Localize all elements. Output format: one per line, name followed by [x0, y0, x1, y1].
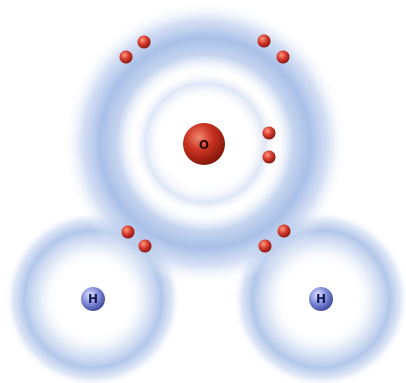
electron — [262, 126, 276, 140]
hydrogen-left-label: H — [88, 292, 98, 306]
electron — [258, 239, 272, 253]
electron — [138, 239, 152, 253]
electrons — [119, 34, 291, 253]
electron — [119, 50, 133, 64]
electron — [262, 150, 276, 164]
electron — [137, 35, 151, 49]
inner-pair-right — [262, 126, 276, 164]
lone-pair-top-left — [119, 35, 151, 64]
hydrogen-right-label: H — [316, 292, 326, 306]
lone-pair-top-right — [257, 34, 290, 64]
electron — [121, 225, 135, 239]
electron — [277, 224, 291, 238]
bonding-pair-left — [121, 225, 152, 253]
hydrogen-left-nucleus: H — [81, 287, 105, 311]
bonding-pair-right — [258, 224, 291, 253]
orbital-shells — [5, 1, 406, 383]
hydrogen-right-nucleus: H — [309, 287, 333, 311]
electron — [257, 34, 271, 48]
electron — [276, 50, 290, 64]
nuclei: O H H — [81, 123, 333, 311]
oxygen-nucleus: O — [183, 123, 225, 165]
oxygen-label: O — [199, 138, 209, 152]
